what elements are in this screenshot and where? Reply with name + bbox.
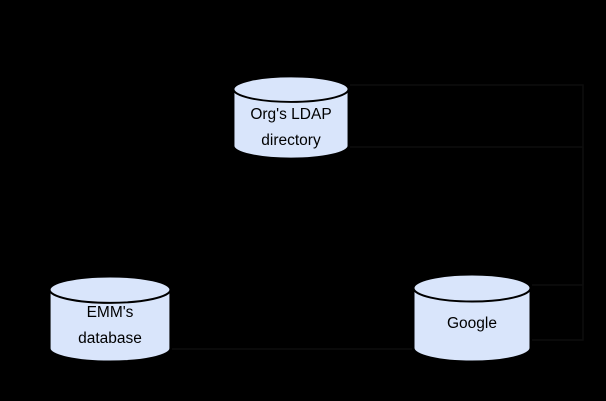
node-label-emm: EMM's database — [48, 300, 172, 352]
node-label-google: Google — [412, 312, 532, 336]
database-cylinder-icon — [48, 275, 172, 363]
node-label-line: EMM's — [86, 304, 134, 321]
node-label-line: Google — [447, 315, 497, 332]
node-label-line: database — [78, 330, 142, 347]
database-cylinder-icon — [232, 75, 350, 160]
connector-ldap-google-upper — [350, 84, 584, 286]
node-label-line: directory — [261, 132, 321, 149]
database-node-google: Google — [412, 273, 532, 363]
node-label-line: Org's LDAP — [250, 106, 332, 123]
database-node-emm: EMM's database — [48, 275, 172, 363]
database-node-ldap: Org's LDAP directory — [232, 75, 350, 160]
connector-ldap-google-lower — [350, 146, 584, 341]
database-cylinder-icon — [412, 273, 532, 363]
node-label-ldap: Org's LDAP directory — [232, 102, 350, 154]
